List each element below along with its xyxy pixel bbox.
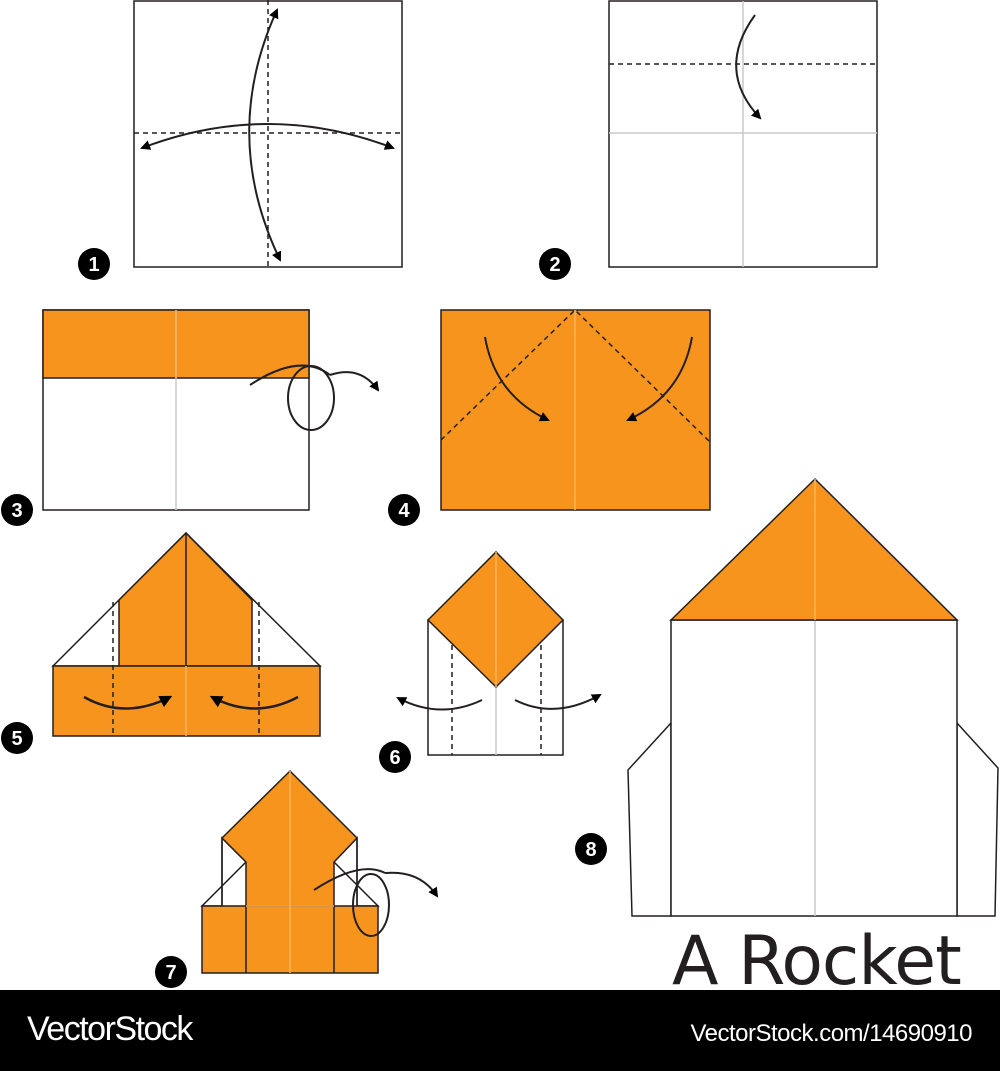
step-5-shape xyxy=(51,531,322,737)
step-badge-2: 2 xyxy=(539,248,571,280)
diagram-title: A Rocket xyxy=(672,922,962,1001)
svg-text:3: 3 xyxy=(11,500,22,522)
svg-text:8: 8 xyxy=(585,839,596,861)
svg-text:7: 7 xyxy=(165,962,176,984)
step-2-square xyxy=(608,0,878,268)
step-badge-6: 6 xyxy=(379,741,411,773)
svg-text:5: 5 xyxy=(11,728,22,750)
svg-text:6: 6 xyxy=(389,747,400,769)
step-4-rectangle xyxy=(440,308,711,511)
step-badge-7: 7 xyxy=(155,956,187,988)
step-badge-3: 3 xyxy=(1,494,33,526)
step-badge-4: 4 xyxy=(388,494,420,526)
step-badge-1: 1 xyxy=(78,248,110,280)
step-3-rectangle xyxy=(42,309,380,511)
svg-text:2: 2 xyxy=(549,254,560,276)
footer-bar: VectorStock VectorStock.com/14690910 xyxy=(0,990,1000,1071)
step-8-rocket xyxy=(627,477,999,917)
step-6-shape xyxy=(396,550,602,756)
step-1-square xyxy=(133,0,403,268)
step-badge-5: 5 xyxy=(1,722,33,754)
step-7-shape xyxy=(200,769,439,974)
diagram-canvas: 1 2 3 4 5 6 7 8 xyxy=(1,0,999,988)
svg-text:4: 4 xyxy=(398,500,410,522)
step-badge-8: 8 xyxy=(575,833,607,865)
brand-logo: VectorStock xyxy=(27,1010,193,1048)
svg-text:1: 1 xyxy=(88,254,99,276)
image-url: VectorStock.com/14690910 xyxy=(690,1020,972,1047)
